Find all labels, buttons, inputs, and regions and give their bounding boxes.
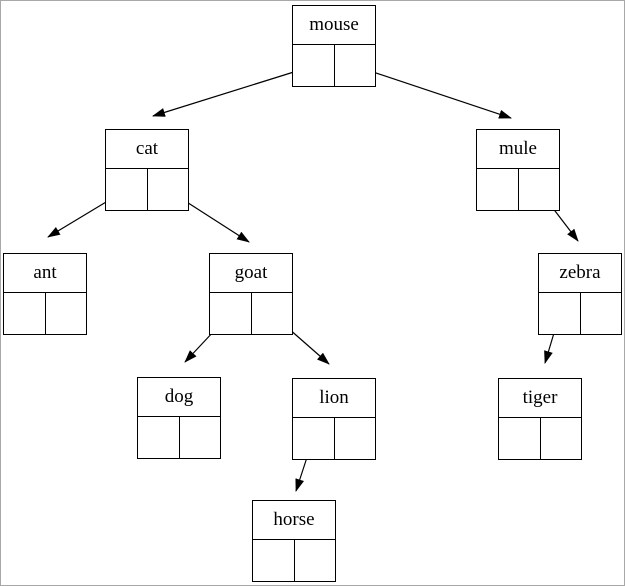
node-label-tiger: tiger [498, 378, 582, 418]
node-pointer-row-ant [3, 293, 87, 335]
node-pointer-row-zebra [538, 293, 622, 335]
node-pointer-row-mouse [292, 45, 376, 87]
right-pointer-cell-lion [335, 418, 376, 459]
right-pointer-cell-goat [252, 293, 293, 334]
left-pointer-cell-horse [253, 540, 295, 581]
tree-node-zebra: zebra [538, 253, 622, 335]
right-pointer-cell-cat [148, 169, 189, 210]
tree-node-cat: cat [105, 129, 189, 211]
left-pointer-cell-mouse [293, 45, 335, 86]
node-label-ant: ant [3, 253, 87, 293]
right-pointer-cell-zebra [581, 293, 622, 334]
edge-mouse-left-to-cat [152, 65, 314, 117]
node-label-mouse: mouse [292, 5, 376, 45]
node-pointer-row-lion [292, 418, 376, 460]
node-pointer-row-dog [137, 417, 221, 459]
tree-node-tiger: tiger [498, 378, 582, 460]
node-pointer-row-tiger [498, 418, 582, 460]
tree-node-mule: mule [476, 129, 560, 211]
node-label-horse: horse [252, 500, 336, 540]
right-pointer-cell-mule [519, 169, 560, 210]
tree-node-ant: ant [3, 253, 87, 335]
tree-node-dog: dog [137, 377, 221, 459]
left-pointer-cell-cat [106, 169, 148, 210]
left-pointer-cell-dog [138, 417, 180, 458]
edge-mouse-right-to-mule [354, 65, 512, 119]
right-pointer-cell-ant [46, 293, 87, 334]
node-pointer-row-goat [209, 293, 293, 335]
left-pointer-cell-mule [477, 169, 519, 210]
node-pointer-row-cat [105, 169, 189, 211]
node-label-dog: dog [137, 377, 221, 417]
node-label-zebra: zebra [538, 253, 622, 293]
left-pointer-cell-ant [4, 293, 46, 334]
node-label-mule: mule [476, 129, 560, 169]
tree-node-lion: lion [292, 378, 376, 460]
tree-node-goat: goat [209, 253, 293, 335]
node-pointer-row-horse [252, 540, 336, 582]
node-label-goat: goat [209, 253, 293, 293]
left-pointer-cell-tiger [499, 418, 541, 459]
left-pointer-cell-goat [210, 293, 252, 334]
right-pointer-cell-dog [180, 417, 221, 458]
right-pointer-cell-horse [295, 540, 336, 581]
left-pointer-cell-lion [293, 418, 335, 459]
right-pointer-cell-mouse [335, 45, 376, 86]
tree-node-horse: horse [252, 500, 336, 582]
node-label-lion: lion [292, 378, 376, 418]
node-label-cat: cat [105, 129, 189, 169]
tree-node-mouse: mouse [292, 5, 376, 87]
right-pointer-cell-tiger [541, 418, 582, 459]
node-pointer-row-mule [476, 169, 560, 211]
left-pointer-cell-zebra [539, 293, 581, 334]
